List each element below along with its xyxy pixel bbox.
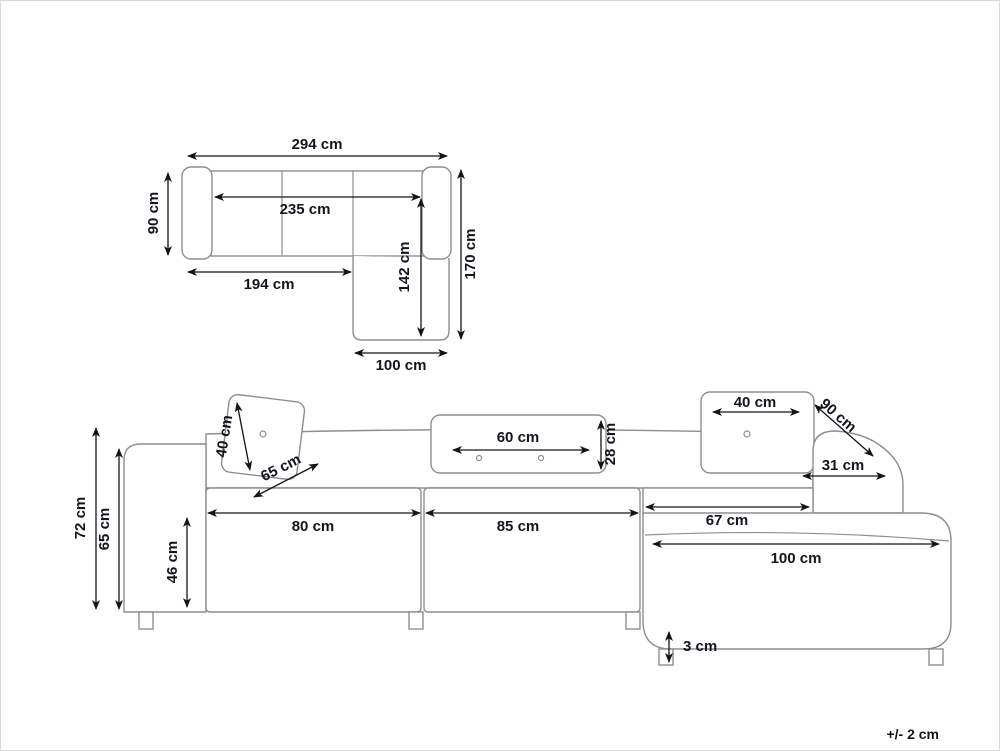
dim-front-armrest-depth-diagonal-label: 90 cm [816, 395, 859, 436]
dim-front-seat-height: 46 cm [164, 517, 191, 608]
dim-plan-seat-span: 235 cm [214, 193, 421, 218]
dim-plan-chaise-width: 100 cm [354, 349, 448, 374]
front-mid-cushion [430, 414, 607, 474]
front-leg-4 [658, 648, 674, 666]
front-seat-1 [205, 487, 422, 613]
front-seat-2 [423, 487, 641, 613]
front-right-cushion-button [743, 430, 751, 438]
dim-front-mid-cushion-width-label: 60 cm [497, 429, 540, 446]
dim-plan-chaise-inner-label: 142 cm [396, 242, 413, 293]
front-leg-1 [138, 611, 154, 630]
front-left-cushion-button [259, 430, 267, 438]
dim-front-leg-height: 3 cm [665, 631, 717, 663]
dim-plan-chaise-width-label: 100 cm [376, 357, 427, 374]
dim-front-leg-height-label: 3 cm [683, 638, 717, 655]
dim-front-mid-cushion-width: 60 cm [452, 429, 590, 454]
dim-front-armrest-height-label: 65 cm [96, 508, 113, 551]
dim-plan-body-depth-label: 90 cm [145, 192, 162, 235]
dim-front-right-cushion: 40 cm [712, 394, 800, 416]
dim-plan-body-depth: 90 cm [145, 172, 172, 256]
dim-plan-total-width: 294 cm [187, 136, 448, 160]
dim-front-chaise-depth-label: 100 cm [771, 550, 822, 567]
plan-left-armrest [181, 166, 213, 260]
dim-front-mid-seat-width-label: 85 cm [497, 518, 540, 535]
dim-front-left-cushion: 40 cm [213, 402, 253, 471]
dim-front-seat-height-label: 46 cm [164, 541, 181, 584]
front-leg-3 [625, 611, 641, 630]
dim-front-left-seat-width: 80 cm [207, 509, 421, 535]
dim-front-left-cushion-label: 40 cm [213, 414, 236, 459]
dim-front-armrest-top-width-label: 31 cm [822, 457, 865, 474]
front-leg-5 [928, 648, 944, 666]
dim-front-armrest-top-width: 31 cm [802, 457, 886, 480]
tolerance-note: +/- 2 cm [886, 726, 939, 742]
dim-front-mid-seat-width: 85 cm [425, 509, 639, 535]
front-view: 72 cm 65 cm 46 cm 40 cm 65 cm 80 cm 60 c… [72, 391, 952, 666]
dim-front-mid-cushion-height-label: 28 cm [602, 423, 619, 466]
dim-plan-left-section: 194 cm [187, 268, 352, 293]
dim-front-total-height-label: 72 cm [72, 497, 89, 540]
dim-front-right-cushion-label: 40 cm [734, 394, 777, 411]
dim-plan-seat-span-label: 235 cm [280, 201, 331, 218]
front-left-armrest [123, 443, 207, 613]
dim-front-armrest-height: 65 cm [96, 448, 123, 610]
dim-front-chaise-depth: 100 cm [652, 540, 940, 567]
dim-plan-total-width-label: 294 cm [292, 136, 343, 153]
dim-front-left-seat-width-label: 80 cm [292, 518, 335, 535]
front-chaise-seam [644, 531, 950, 542]
front-mid-cushion-button-1 [475, 454, 483, 462]
dim-plan-left-section-label: 194 cm [244, 276, 295, 293]
dim-plan-total-depth-label: 170 cm [462, 229, 479, 280]
dim-plan-chaise-inner: 142 cm [396, 198, 425, 337]
dim-front-right-seat-width-label: 67 cm [706, 512, 749, 529]
plan-main-body [210, 170, 425, 257]
front-seat-3 [642, 487, 814, 517]
dim-front-mid-cushion-height: 28 cm [597, 420, 619, 470]
front-mid-cushion-button-2 [537, 454, 545, 462]
plan-right-armrest [421, 166, 452, 260]
top-view: 294 cm 90 cm 235 cm 194 cm 142 cm 170 cm… [145, 136, 479, 374]
plan-chaise [352, 256, 450, 341]
dim-plan-total-depth: 170 cm [457, 169, 479, 340]
front-leg-2 [408, 611, 424, 630]
dim-front-total-height: 72 cm [72, 427, 100, 610]
dim-front-right-seat-width: 67 cm [645, 503, 810, 529]
